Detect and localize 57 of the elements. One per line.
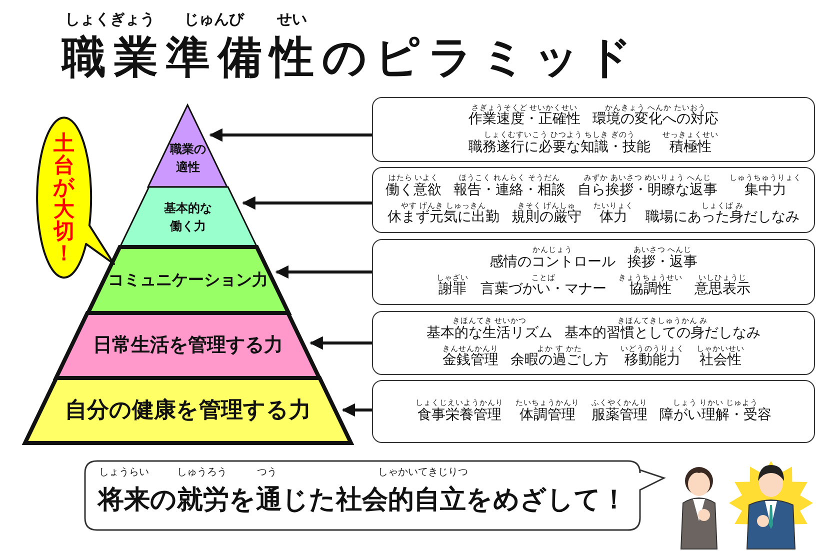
furigana: しょくぎょう <box>65 12 155 27</box>
item-text: 感情のコントロール <box>490 254 616 270</box>
level-label: 自分の健康を管理する力 <box>65 397 311 425</box>
item-text: 金銭管理 <box>442 352 498 369</box>
text-box <box>372 167 815 233</box>
item-text: 職場にあった身だしなみ <box>646 209 800 226</box>
arrow <box>309 336 372 350</box>
item-text: 基本的習慣としての身だしなみ <box>564 324 760 342</box>
speech-bubble <box>84 460 668 532</box>
item-text: 社会性 <box>700 352 742 369</box>
text-box <box>372 97 815 162</box>
item-text: 体力 <box>600 209 628 226</box>
level-label: 職業の適性 <box>168 141 207 176</box>
text-box <box>372 311 815 375</box>
furigana: せい <box>277 12 307 27</box>
furigana: じゅんび <box>184 12 244 27</box>
item-text: 移動能力 <box>624 352 680 369</box>
item-text: 作業速度・正確性 <box>468 111 580 128</box>
level-label: 基本的な働く力 <box>162 200 213 235</box>
item-text: 環境の変化への対応 <box>592 111 718 128</box>
arrow <box>209 128 372 142</box>
item-text: 自ら挨拶・明瞭な返事 <box>578 182 718 198</box>
item-text: 意思表示 <box>694 281 750 298</box>
item-text: 規則の厳守 <box>512 209 582 226</box>
item-text: 積極性 <box>670 138 712 156</box>
item-text: 体調管理 <box>520 406 576 424</box>
furigana: しゅうろう <box>177 468 227 478</box>
furigana: つう <box>257 468 277 478</box>
item-text: 集中力 <box>744 182 786 198</box>
item-text: 言葉づかい・マナー <box>480 281 606 298</box>
item-text: 食事栄養管理 <box>418 406 502 424</box>
item-text: 基本的な生活リズム <box>426 324 552 342</box>
title: 職業準備性のピラミッド <box>62 34 640 82</box>
item-text: 服薬管理 <box>592 406 648 424</box>
item-text: 謝罪 <box>438 281 466 298</box>
item-text: 余暇の過ごし方 <box>510 352 608 369</box>
text-box <box>372 239 815 305</box>
furigana: しゃかいてきじりつ <box>378 468 468 478</box>
pyramid-level <box>84 247 292 313</box>
text-box <box>372 380 815 443</box>
arrow <box>242 196 372 210</box>
level-label: 日常生活を管理する力 <box>92 333 283 358</box>
item-text: 報告・連絡・相談 <box>454 182 566 198</box>
arrow <box>275 265 372 279</box>
item-text: 障がい理解・受容 <box>660 406 772 424</box>
furigana: しょうらい <box>99 468 149 478</box>
item-text: 協調性 <box>630 281 672 298</box>
item-text: 挨拶・返事 <box>628 254 698 270</box>
item-text: 休まず元気に出勤 <box>388 209 500 226</box>
arrow <box>342 403 372 417</box>
bubble-text: 将来の就労を通じた社会的自立をめざして！ <box>98 484 627 517</box>
level-label: コミュニケーション力 <box>108 269 268 291</box>
item-text: 働く意欲 <box>386 182 442 198</box>
pyramid-level <box>53 313 323 378</box>
callout-text: 土台が大切！ <box>53 132 75 264</box>
item-text: 職務遂行に必要な知識・技能 <box>468 138 650 156</box>
pyramid-level <box>22 378 354 443</box>
